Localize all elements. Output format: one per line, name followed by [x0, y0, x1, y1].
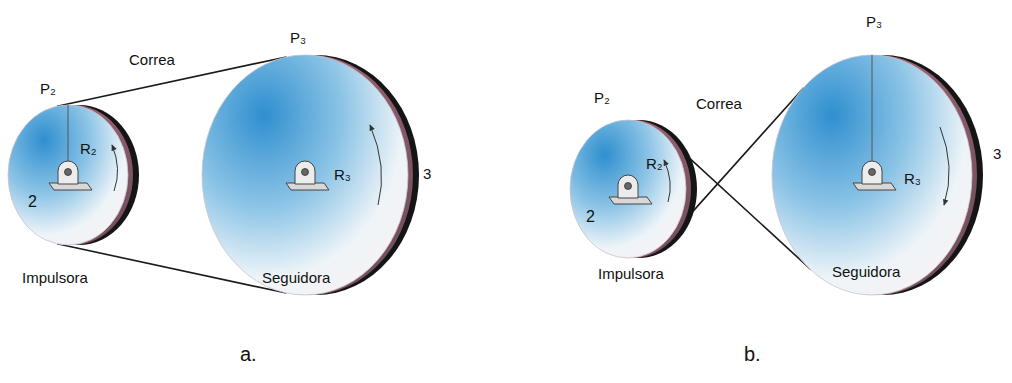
radius-label: R₃ — [334, 167, 351, 184]
pulley-number: 2 — [28, 193, 37, 211]
pulley-drawing — [772, 55, 972, 295]
part-number: 3 — [993, 146, 1001, 163]
pulley: R₂ 2 — [570, 120, 686, 258]
point-label: P₂ — [40, 81, 56, 98]
pulley: R₂ 2 — [8, 105, 128, 245]
point-label: P₃ — [866, 14, 882, 31]
pulley-role: Seguidora — [832, 264, 900, 281]
pulley-drawing — [8, 105, 128, 245]
radius-label: R₂ — [646, 156, 663, 173]
pulley-role: Impulsora — [22, 270, 88, 287]
belt-label: Correa — [127, 52, 177, 69]
pulley-number: 2 — [586, 208, 595, 226]
part-number: 3 — [423, 166, 431, 183]
belt-label: Correa — [694, 96, 744, 113]
pulley: R₃ — [202, 55, 408, 295]
pulley-role: Seguidora — [262, 270, 330, 287]
point-label: P₂ — [594, 90, 610, 107]
radius-label: R₃ — [904, 171, 921, 188]
pulley-drawing — [202, 55, 408, 295]
pulley-drawing — [570, 120, 686, 258]
pulley: R₃ — [772, 55, 972, 295]
radius-label: R₂ — [80, 141, 97, 158]
pulley-role: Impulsora — [598, 266, 664, 283]
panel-letter: b. — [744, 343, 761, 365]
panel-letter: a. — [240, 343, 257, 365]
point-label: P₃ — [290, 30, 306, 47]
